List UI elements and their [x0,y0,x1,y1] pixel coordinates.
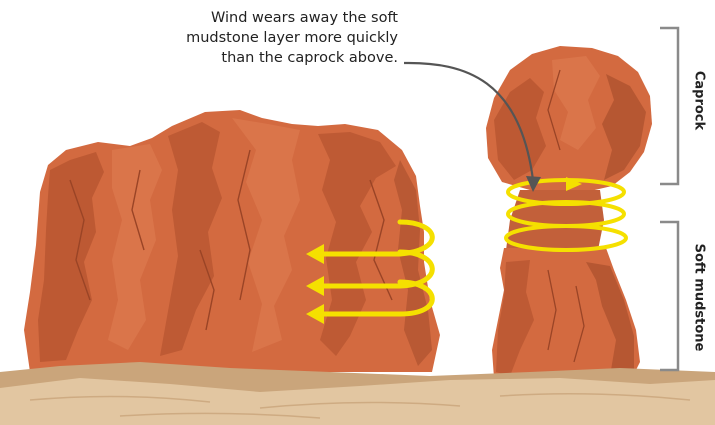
caprock-label: Caprock [692,56,707,146]
annotation-line: mudstone layer more quickly [150,28,398,48]
brackets [660,28,678,370]
annotation-line: Wind wears away the soft [150,8,398,28]
annotation-line: than the caprock above. [150,48,398,68]
left-butte [24,110,440,372]
erosion-annotation: Wind wears away the soft mudstone layer … [150,8,398,68]
soft-mudstone-label: Soft mudstone [692,238,707,358]
mudstone-bracket [660,222,678,370]
caprock-bracket [660,28,678,184]
